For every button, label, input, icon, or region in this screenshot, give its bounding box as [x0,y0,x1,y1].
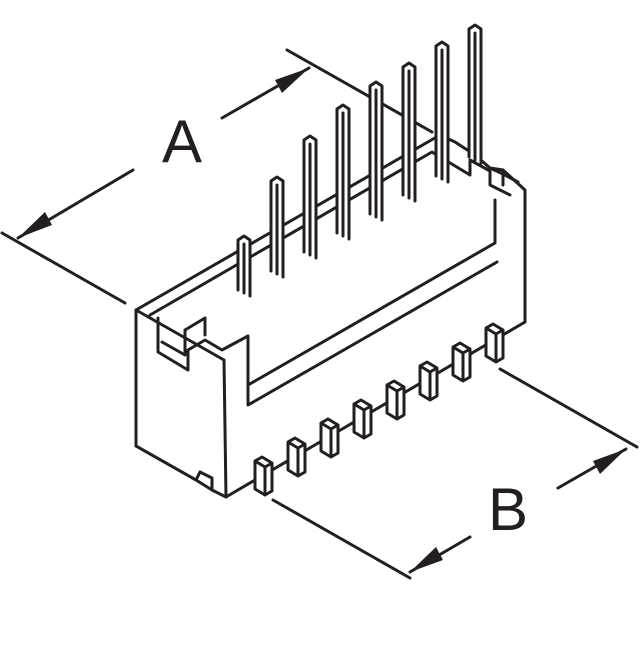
upper-contact-pin [269,175,285,279]
housing-cavity-floor [246,260,499,407]
upper-contact-pin [335,103,351,241]
solder-tail [484,322,505,364]
housing-front-notch [160,316,207,357]
housing-rim-inner [148,150,512,317]
solder-tail [352,398,373,440]
dimension-b-extension-right [498,367,639,449]
dimension-b-arrowhead-right [593,449,626,474]
solder-tail [451,341,472,383]
housing-bottom-notch [134,444,214,492]
solder-tail [319,417,340,459]
dimension-a-label: A [162,108,203,175]
upper-contact-pin [434,40,450,184]
upper-contact-pin [467,23,483,165]
dimension-a-extension-left [0,231,127,305]
upper-contact-pin [368,80,384,222]
upper-contact-pin [401,61,417,203]
dimension-a [0,48,434,305]
housing-top-front-edge [134,308,226,362]
pins-group [236,23,505,497]
housing-right-top-step [488,166,520,184]
solder-tail [286,436,307,478]
housing-front-right-edge [222,358,228,499]
dimension-b [271,367,639,580]
dimension-a-arrowhead-right [275,68,309,93]
upper-contact-pin [236,234,252,298]
solder-tail [385,379,406,421]
dimension-b-label: B [488,476,529,543]
dimension-a-arrowhead-left [18,212,52,238]
solder-tail [253,455,274,497]
connector-housing [134,133,527,499]
upper-contact-pin [302,134,318,260]
housing-cavity [156,198,497,387]
dimension-b-extension-left [271,498,412,580]
solder-tail [418,360,439,402]
dimension-b-arrowhead-left [410,547,443,572]
